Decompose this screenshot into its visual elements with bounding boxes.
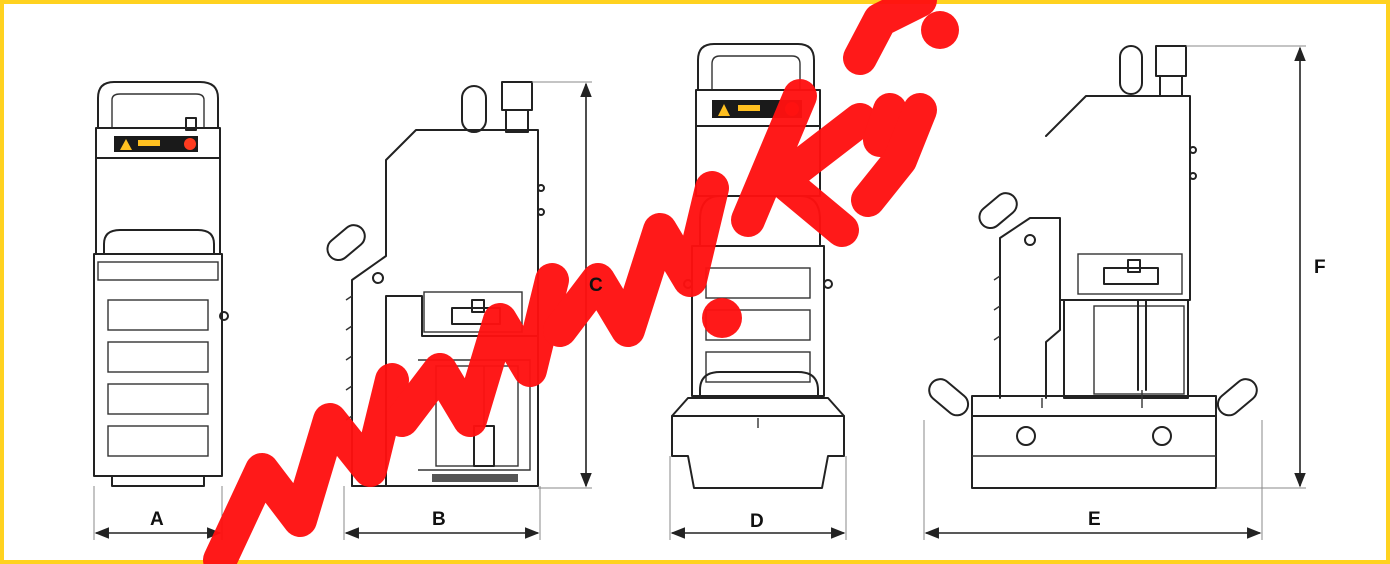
dimension-label-d: D	[750, 511, 764, 532]
watermark-logo	[203, 0, 959, 564]
dimension-label-a: A	[150, 509, 164, 530]
dimension-line-d	[669, 456, 847, 540]
machine-side-cart-view	[928, 45, 1258, 489]
warning-label	[114, 136, 198, 152]
machine-side-view	[326, 81, 545, 487]
dimension-line-e	[923, 420, 1263, 540]
dimension-label-e: E	[1088, 509, 1101, 530]
dimension-label-b: B	[432, 509, 446, 530]
machine-front-view	[93, 81, 229, 487]
dimension-line-b	[343, 486, 541, 540]
dimension-label-f: F	[1314, 257, 1326, 278]
dimension-line-f	[1186, 45, 1306, 489]
dimension-label-c: C	[589, 275, 603, 296]
